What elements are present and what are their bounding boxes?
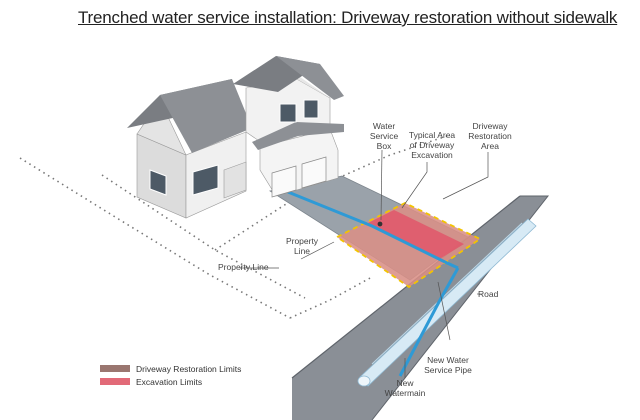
label-property-line-center: Property Line [285, 236, 319, 256]
house [127, 56, 344, 219]
excavation-area [368, 210, 464, 260]
label-new-watermain: New Watermain [384, 378, 426, 398]
label-property-line-left: Property Line [218, 262, 269, 272]
new-watermain-pipe [357, 218, 537, 387]
new-water-service-pipe [287, 190, 460, 377]
label-road: Road [478, 289, 499, 299]
legend-item-restoration: Driveway Restoration Limits [100, 362, 241, 375]
water-service-box-marker [377, 221, 383, 227]
label-driveway-restoration-area: Driveway Restoration Area [468, 121, 512, 151]
road [291, 195, 550, 420]
page-title: Trenched water service installation: Dri… [78, 8, 618, 27]
legend-swatch-restoration [100, 365, 130, 372]
label-new-water-service-pipe: New Water Service Pipe [424, 355, 472, 375]
legend-label-excavation: Excavation Limits [136, 376, 203, 387]
legend-item-excavation: Excavation Limits [100, 375, 241, 388]
leader-lines [240, 149, 489, 378]
legend-label-restoration: Driveway Restoration Limits [136, 363, 242, 374]
label-water-service-box: Water Service Box [369, 121, 399, 151]
label-typical-area-excavation: Typical Area of Driveway Excavation [408, 130, 456, 160]
property-line-dotted [19, 134, 451, 319]
legend: Driveway Restoration Limits Excavation L… [100, 362, 241, 388]
legend-swatch-excavation [100, 378, 130, 385]
